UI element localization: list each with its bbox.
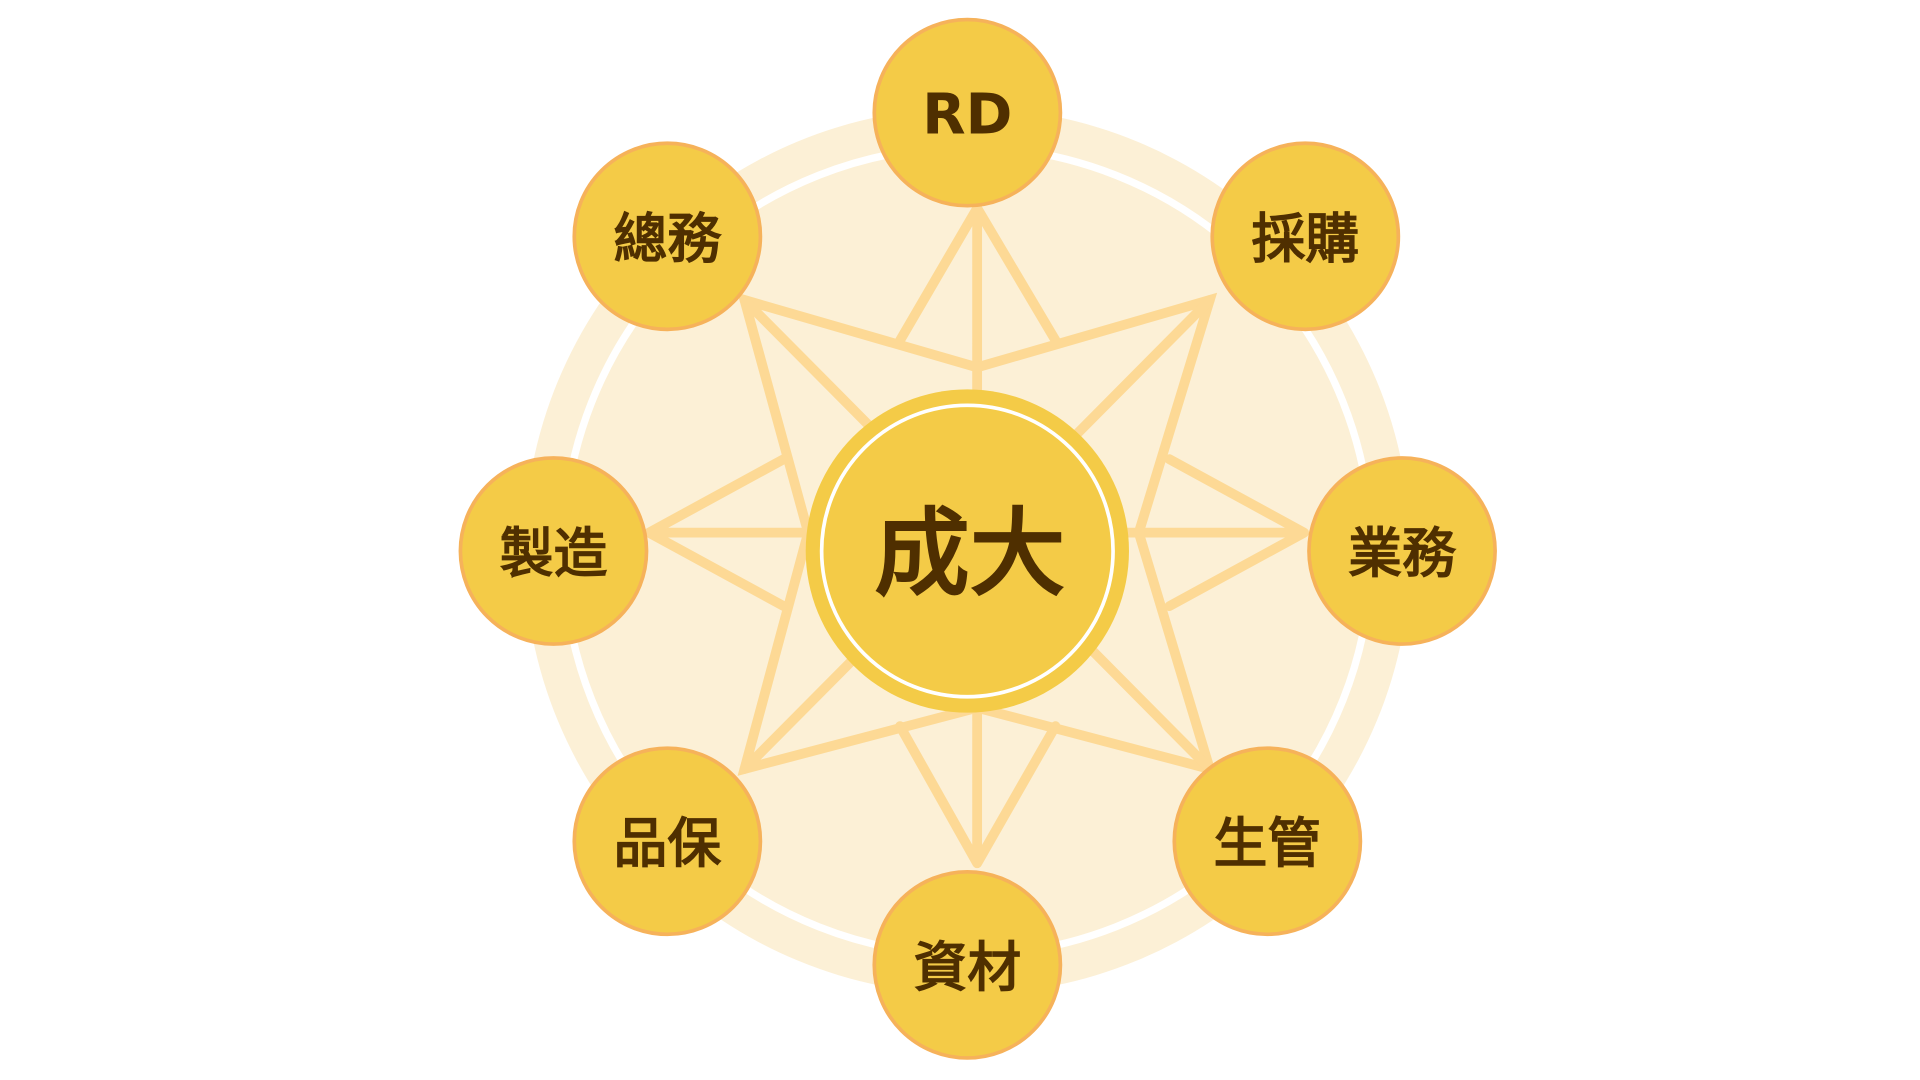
node-purchasing[interactable]: 採購 bbox=[1210, 141, 1401, 332]
node-label: 資材 bbox=[913, 936, 1021, 999]
center-label: 成大 bbox=[874, 497, 1065, 609]
node-general-affairs[interactable]: 總務 bbox=[572, 141, 763, 332]
node-materials[interactable]: 資材 bbox=[872, 870, 1063, 1060]
node-label: RD bbox=[922, 83, 1012, 148]
node-manufacturing[interactable]: 製造 bbox=[458, 456, 649, 646]
center-circle bbox=[805, 389, 1129, 713]
node-production-control[interactable]: 生管 bbox=[1172, 746, 1363, 937]
node-label: 品保 bbox=[613, 812, 722, 875]
node-label: 生管 bbox=[1213, 812, 1321, 875]
node-quality-assurance[interactable]: 品保 bbox=[572, 746, 763, 937]
center-inner-ring bbox=[819, 403, 1115, 699]
node-label: 業務 bbox=[1348, 522, 1457, 585]
node-label: 總務 bbox=[613, 207, 722, 270]
node-sales[interactable]: 業務 bbox=[1307, 456, 1497, 646]
node-label: 採購 bbox=[1251, 207, 1359, 270]
node-label: 製造 bbox=[500, 522, 608, 585]
node-rd[interactable]: RD bbox=[872, 17, 1063, 208]
center-node[interactable]: 成大 bbox=[805, 389, 1129, 713]
